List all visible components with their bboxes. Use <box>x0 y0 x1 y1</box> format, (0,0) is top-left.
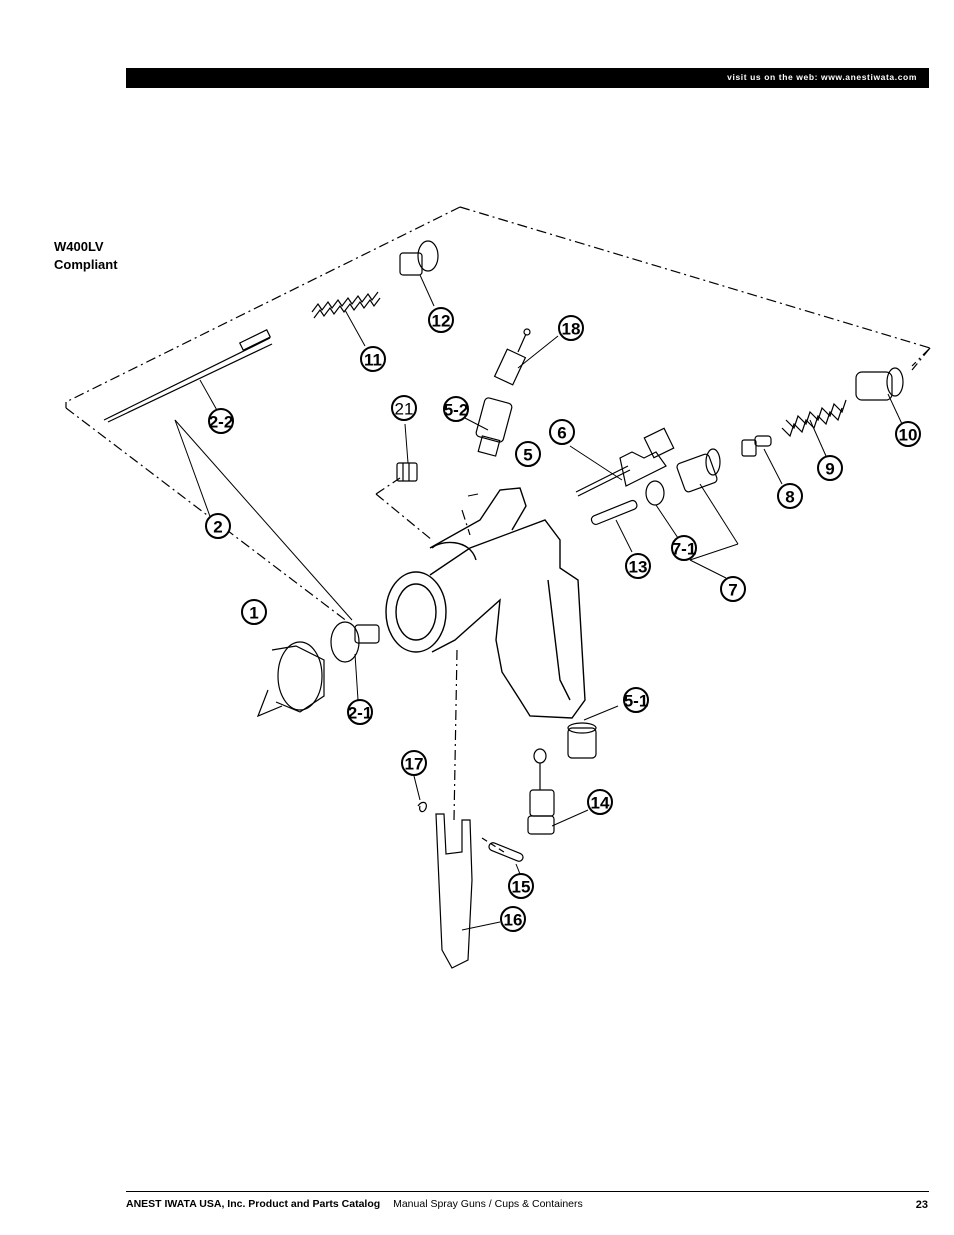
callout-14 <box>587 789 613 815</box>
callout-label-2: 2 <box>213 518 222 537</box>
callout-label-5-1: 5-1 <box>624 692 649 711</box>
callout-labels: 1 2 2-1 2-2 5 5-1 5-2 6 7 7-1 8 9 10 11 … <box>209 312 918 930</box>
section-title: Manual Spray Guns / Cups & Containers <box>393 1198 583 1210</box>
callout-label-12: 12 <box>432 312 451 331</box>
callout-label-2-2: 2-2 <box>209 413 234 432</box>
pin-13 <box>590 499 638 526</box>
leader-lines <box>174 274 903 931</box>
valve-stem-6 <box>575 427 675 497</box>
callout-label-9: 9 <box>825 460 834 479</box>
footer: ANEST IWATA USA, Inc. Product and Parts … <box>126 1198 583 1210</box>
valve-body-7 <box>676 448 721 493</box>
callout-7 <box>720 576 746 602</box>
model-name: W400LV <box>54 239 104 254</box>
callout-label-17: 17 <box>405 755 424 774</box>
callout-13 <box>625 553 651 579</box>
callouts <box>205 307 921 932</box>
screw-8 <box>741 435 772 457</box>
callout-7-1 <box>671 535 697 561</box>
page-number: 23 <box>915 1199 928 1211</box>
callout-21 <box>391 395 417 421</box>
callout-17 <box>401 750 427 776</box>
callout-label-5-2: 5-2 <box>444 401 469 420</box>
callout-label-7-1: 7-1 <box>672 540 697 559</box>
callout-11 <box>360 346 386 372</box>
spring-9 <box>781 399 847 438</box>
callout-label-21: 21 <box>395 400 414 419</box>
callout-15 <box>508 873 534 899</box>
fitting-5-2 <box>475 397 513 457</box>
website-link[interactable]: visit us on the web: www.anestiwata.com <box>727 72 917 82</box>
callout-label-14: 14 <box>591 794 610 813</box>
catalog-title: ANEST IWATA USA, Inc. Product and Parts … <box>126 1198 381 1210</box>
callout-5 <box>515 441 541 467</box>
spring-11 <box>311 291 381 319</box>
nozzle-2-1 <box>330 621 380 663</box>
callout-16 <box>500 906 526 932</box>
cap-10 <box>855 367 904 401</box>
callout-label-1: 1 <box>249 604 258 623</box>
model-status: Compliant <box>54 257 118 272</box>
callout-label-6: 6 <box>557 424 566 443</box>
plug-21 <box>396 462 418 482</box>
callout-9 <box>817 455 843 481</box>
callout-label-15: 15 <box>512 878 531 897</box>
callout-label-5: 5 <box>523 446 532 465</box>
callout-5-1 <box>623 687 649 713</box>
air-cap-1 <box>256 641 325 718</box>
o-ring-7-1 <box>645 480 665 506</box>
callout-2 <box>205 513 231 539</box>
adjuster-14 <box>527 748 555 835</box>
fitting-5-1 <box>567 722 597 759</box>
needle-part <box>103 329 273 423</box>
callout-10 <box>895 421 921 447</box>
callout-label-11: 11 <box>364 351 382 370</box>
callout-2-1 <box>347 699 373 725</box>
knob-12 <box>399 240 439 276</box>
gun-body <box>385 487 586 719</box>
callout-label-2-1: 2-1 <box>348 704 373 723</box>
callout-label-13: 13 <box>629 558 648 577</box>
trigger-16 <box>435 813 473 969</box>
callout-5-2 <box>443 396 469 422</box>
callout-label-16: 16 <box>504 911 523 930</box>
callout-2-2 <box>208 408 234 434</box>
header-bar: visit us on the web: www.anestiwata.com <box>126 68 929 88</box>
valve-18 <box>493 328 531 386</box>
callout-12 <box>428 307 454 333</box>
callout-label-7: 7 <box>728 581 737 600</box>
callout-label-18: 18 <box>562 320 581 339</box>
clip-17 <box>417 801 427 813</box>
callout-label-8: 8 <box>785 488 794 507</box>
callout-label-10: 10 <box>899 426 918 445</box>
callout-1 <box>241 599 267 625</box>
footer-divider <box>126 1191 929 1192</box>
model-label: W400LV Compliant <box>54 238 118 274</box>
callout-18 <box>558 315 584 341</box>
callout-8 <box>777 483 803 509</box>
pin-15 <box>488 842 524 862</box>
callout-6 <box>549 419 575 445</box>
